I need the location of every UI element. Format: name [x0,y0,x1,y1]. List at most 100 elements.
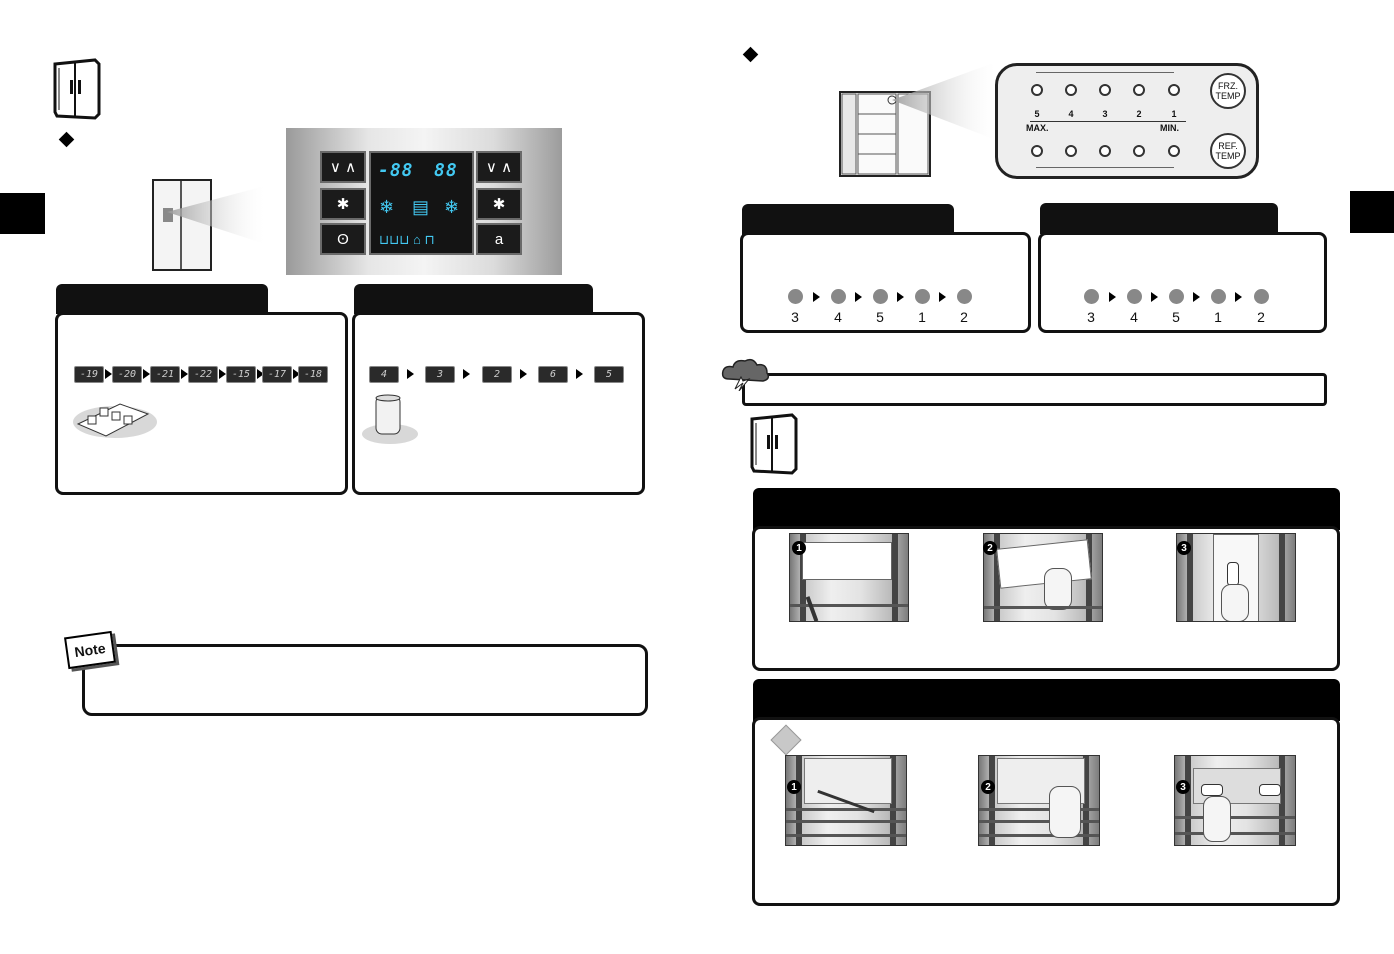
sequence-number: 3 [1087,309,1095,325]
arrow-icon [463,369,470,379]
fridge-icon [53,58,101,120]
sequence-number: 3 [791,309,799,325]
arrow-icon [939,292,946,302]
fridge-box-header [354,284,593,314]
arrow-icon [219,369,226,379]
sequence-number: 4 [834,309,842,325]
arrow-icon [1151,292,1158,302]
freezer-sequence-header [742,204,954,235]
step-photo [978,755,1100,846]
freezer-temp-lcd: -15 [226,366,256,383]
arrow-icon [1235,292,1242,302]
fridge-sequence-header [1040,203,1278,234]
freezer-temp-lcd: -19 [74,366,104,383]
arrow-icon [813,292,820,302]
sequence-dot [1169,289,1184,304]
sequence-number: 4 [1130,309,1138,325]
fridge-temp-lcd: 6 [538,366,568,383]
freezer-led [1031,84,1043,96]
sequence-dot [1211,289,1226,304]
led-number: 1 [1171,109,1177,119]
display-screen [369,151,474,255]
freezer-led [1065,84,1077,96]
panel-rule-top [1036,72,1174,73]
procedure-1-header [753,488,1340,530]
ice-type-button[interactable]: ✱ [320,188,366,220]
step-badge: 2 [981,780,995,794]
freezer-led [1168,84,1180,96]
arrow-icon [293,369,300,379]
arrow-icon [576,369,583,379]
filter-icon: ▤ [412,197,430,217]
fridge-icon [750,413,798,475]
freezer-temp-lcd: -20 [112,366,142,383]
note-badge: Note [64,630,116,670]
sequence-dot [915,289,930,304]
arrow-icon [143,369,150,379]
sequence-number: 1 [1214,309,1222,325]
freezer-led [1133,84,1145,96]
arrow-icon [181,369,188,379]
led-number: 5 [1034,109,1040,119]
chapter-tab-left [0,193,45,234]
sequence-number: 2 [960,309,968,325]
fridge-led [1065,145,1077,157]
sequence-dot [788,289,803,304]
lock-button[interactable]: a [476,223,522,255]
freezer-temp-button[interactable]: ∨ ∧ [320,151,366,183]
freezer-temp-readout: -88 [378,160,414,181]
water-button[interactable]: ʘ [320,223,366,255]
can-icon [362,394,418,444]
led-number: 3 [1102,109,1108,119]
arrow-icon [1193,292,1200,302]
storm-cloud-icon [721,358,770,391]
warning-bar [742,373,1327,406]
step-photo [789,533,909,622]
fridge-temp-readout: 88 [434,160,458,181]
led-number: 2 [1136,109,1142,119]
arrow-icon [407,369,414,379]
freezer-sequence-box [740,232,1031,333]
arrow-icon [855,292,862,302]
fridge-temp-lcd: 4 [369,366,399,383]
sequence-dot [831,289,846,304]
fridge-temp-button[interactable]: REF. TEMP [1210,133,1246,169]
step-badge: 2 [983,541,997,555]
fridge-led [1133,145,1145,157]
arrow-icon [897,292,904,302]
sequence-number: 2 [1257,309,1265,325]
freezer-temp-lcd: -17 [262,366,292,383]
freezer-temp-lcd: -21 [150,366,180,383]
snowflake-icon: ❄ [444,197,460,217]
power-freeze-button[interactable]: ✱ [476,188,522,220]
min-label: MIN. [1160,123,1179,133]
freezer-box [55,312,348,495]
sequence-dot [957,289,972,304]
fridge-illustration-left [152,179,265,271]
arrow-icon [257,369,264,379]
fridge-led [1168,145,1180,157]
sequence-number: 5 [876,309,884,325]
freezer-temp-button[interactable]: FRZ. TEMP [1210,73,1246,109]
step-photo [785,755,907,846]
note-box [82,644,648,716]
step-badge: 3 [1177,541,1191,555]
fridge-led [1099,145,1111,157]
sequence-dot [873,289,888,304]
sequence-number: 5 [1172,309,1180,325]
step-badge: 1 [792,541,806,555]
panel-rule-mid [1030,121,1186,122]
fridge-sequence-box [1038,232,1327,333]
freezer-temp-lcd: -18 [298,366,328,383]
max-label: MAX. [1026,123,1049,133]
step-photo [1176,533,1296,622]
ice-tray-icon [73,403,157,438]
arrow-icon [1109,292,1116,302]
led-number: 4 [1068,109,1074,119]
fridge-illustration-right [839,62,996,177]
bullet-diamond-right [742,46,759,63]
fridge-temp-button[interactable]: ∨ ∧ [476,151,522,183]
arrow-icon [105,369,112,379]
arrow-icon [520,369,527,379]
fridge-temp-lcd: 2 [482,366,512,383]
